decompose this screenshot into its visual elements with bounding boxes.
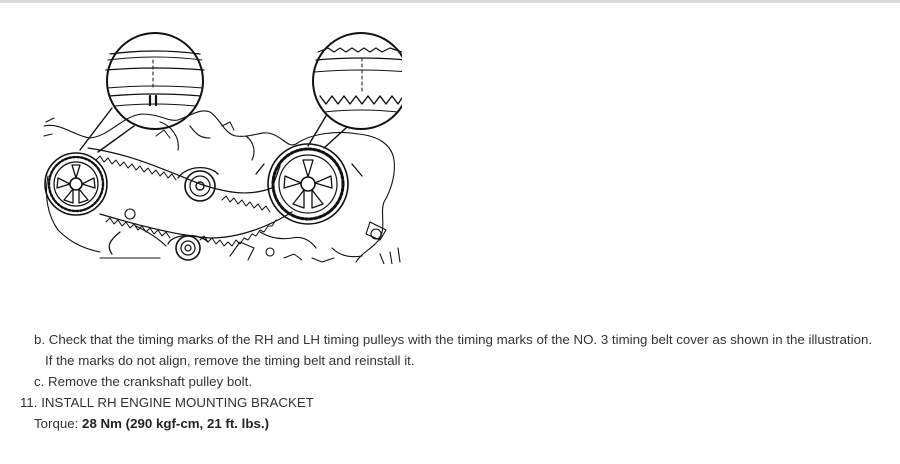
timing-belt-illustration [43,32,402,264]
lh-timing-pulley [255,143,363,225]
step-b-text: b. Check that the timing marks of the RH… [34,332,873,347]
step-c-text: c. Remove the crankshaft pulley bolt. [34,374,253,389]
engine-detail-marks [43,117,335,263]
step-b-note: If the marks do not align, remove the ti… [45,353,415,368]
instructions-text: b. Check that the timing marks of the RH… [20,329,880,434]
idler-pulley-lower [167,234,209,261]
idler-pulley-upper [177,167,219,202]
lh-timing-mark-detail [312,32,402,130]
section-heading: 11. INSTALL RH ENGINE MOUNTING BRACKET [20,395,314,410]
torque-label: Torque: [34,416,83,431]
rh-timing-mark-detail [105,32,205,130]
top-divider [0,0,900,3]
timing-belt [87,147,293,255]
torque-spec: Torque: 28 Nm (290 kgf-cm, 21 ft. lbs.) [20,413,880,434]
rh-timing-pulley [44,152,108,216]
torque-value: 28 Nm (290 kgf-cm, 21 ft. lbs.) [82,416,270,431]
